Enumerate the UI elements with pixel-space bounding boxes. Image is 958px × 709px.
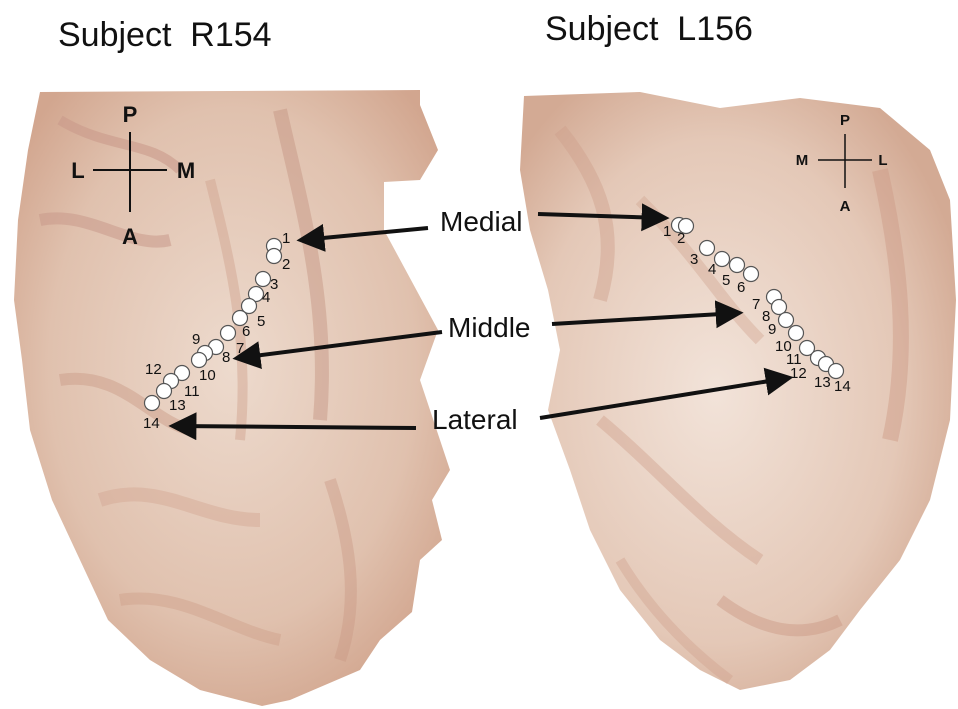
compass-left-bottom: A — [122, 224, 138, 249]
arrow-lateral-left — [174, 426, 416, 428]
right-electrode-6 — [744, 267, 759, 282]
subject-title-left: Subject R154 — [58, 16, 272, 55]
right-electrode-label-9: 9 — [768, 321, 776, 338]
right-electrode-label-12: 12 — [790, 365, 807, 382]
right-electrode-4 — [715, 252, 730, 267]
right-electrode-label-7: 7 — [752, 296, 760, 313]
left-electrode-10 — [192, 353, 207, 368]
compass-right-bottom: A — [840, 198, 851, 215]
right-electrode-label-4: 4 — [708, 261, 716, 278]
left-electrode-7 — [221, 326, 236, 341]
right-electrode-label-14: 14 — [834, 378, 851, 395]
left-electrode-label-2: 2 — [282, 256, 290, 273]
right-electrode-14 — [829, 364, 844, 379]
left-electrode-label-8: 8 — [222, 349, 230, 366]
compass-right-top: P — [840, 112, 850, 129]
subject-title-right: Subject L156 — [545, 10, 753, 49]
left-electrode-label-12: 12 — [145, 361, 162, 378]
left-electrode-label-6: 6 — [242, 323, 250, 340]
right-brain-slice — [520, 92, 956, 690]
left-electrode-label-3: 3 — [270, 276, 278, 293]
label-lateral: Lateral — [432, 404, 518, 436]
left-electrode-label-5: 5 — [257, 313, 265, 330]
right-electrode-5 — [730, 258, 745, 273]
left-electrode-3 — [256, 272, 271, 287]
left-electrode-label-7: 7 — [236, 340, 244, 357]
compass-left-top: P — [123, 102, 138, 127]
left-electrode-label-10: 10 — [199, 367, 216, 384]
compass-right-left: M — [796, 152, 809, 169]
right-electrode-3 — [700, 241, 715, 256]
right-electrode-label-13: 13 — [814, 374, 831, 391]
left-electrode-label-9: 9 — [192, 331, 200, 348]
compass-right-right: L — [878, 152, 887, 169]
left-electrode-label-14: 14 — [143, 415, 160, 432]
label-medial: Medial — [440, 206, 522, 238]
right-electrode-label-1: 1 — [663, 223, 671, 240]
compass-left-right: M — [177, 158, 195, 183]
right-electrode-9 — [779, 313, 794, 328]
right-electrode-label-5: 5 — [722, 272, 730, 289]
compass-left-left: L — [71, 158, 84, 183]
right-electrode-label-6: 6 — [737, 279, 745, 296]
right-electrode-label-2: 2 — [677, 230, 685, 247]
left-electrode-label-11: 11 — [184, 383, 200, 400]
left-electrode-label-13: 13 — [169, 397, 186, 414]
left-electrode-label-1: 1 — [282, 230, 290, 247]
label-middle: Middle — [448, 312, 530, 344]
left-electrode-2 — [267, 249, 282, 264]
right-electrode-label-3: 3 — [690, 251, 698, 268]
left-electrode-14 — [145, 396, 160, 411]
left-electrode-label-4: 4 — [262, 289, 270, 306]
